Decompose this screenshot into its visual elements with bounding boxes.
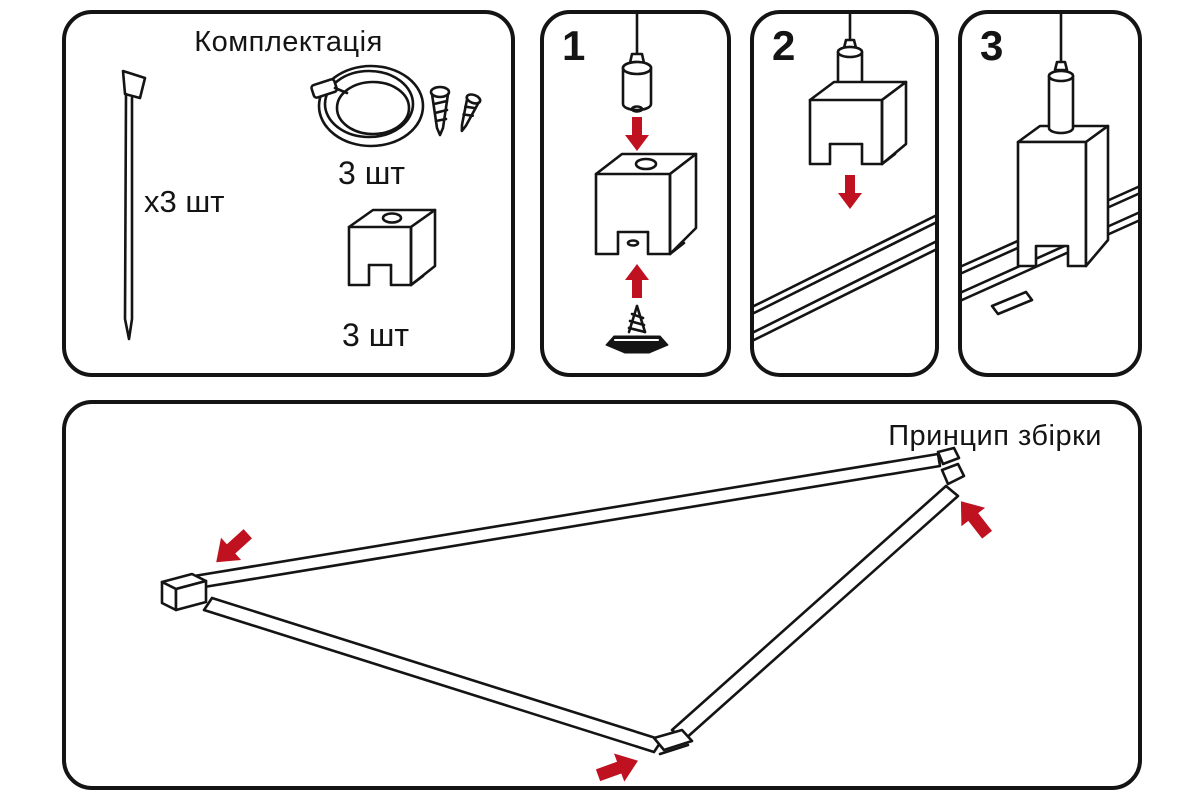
screws-icon [429, 85, 482, 137]
step-1-illustration [594, 14, 698, 354]
step-3-panel: 3 [958, 10, 1142, 377]
arrow-bottom-corner-icon [595, 753, 638, 782]
profile-bar-top [192, 452, 942, 590]
suspension-grip-icon [1047, 14, 1075, 135]
assembly-illustration [160, 446, 993, 782]
step-3-number: 3 [980, 22, 1004, 69]
arrow-up-icon [625, 264, 649, 298]
assembly-principle-panel: Принцип збірки [62, 400, 1142, 790]
profile-bar-right [670, 484, 960, 742]
mounting-pin-icon [121, 69, 147, 341]
cable-quantity-label: 3 шт [338, 155, 406, 191]
arrow-down-icon [625, 117, 649, 151]
kit-illustration [121, 64, 482, 341]
step-1-number: 1 [562, 22, 586, 69]
clip-bracket-icon [347, 208, 437, 287]
kit-contents-panel: Комплектація x3 шт 3 шт 3 шт [62, 10, 515, 377]
clip-bracket-icon [594, 152, 698, 256]
clip-bracket-icon [1016, 124, 1110, 268]
step-2-number: 2 [772, 22, 796, 69]
clip-quantity-label: 3 шт [342, 317, 410, 353]
arrow-down-icon [838, 175, 862, 209]
suspension-grip-icon [836, 14, 864, 93]
screw-icon [605, 304, 669, 354]
assembly-title: Принцип збірки [888, 420, 1102, 452]
pin-quantity-label: x3 шт [144, 184, 225, 219]
corner-connector-top-right [936, 446, 966, 486]
step-3-illustration [962, 14, 1138, 316]
step-2-illustration [754, 14, 935, 342]
step-2-panel: 2 [750, 10, 939, 377]
rail-flange-icon [990, 290, 1034, 316]
arrow-left-corner-icon [216, 529, 252, 563]
rail-icon [754, 214, 935, 342]
kit-title: Комплектація [194, 26, 383, 58]
clip-bracket-icon [808, 80, 908, 166]
cable-coil-icon [310, 64, 425, 148]
corner-connector-bottom [652, 728, 694, 756]
arrow-top-right-corner-icon [960, 501, 993, 539]
corner-connector-left [160, 572, 208, 612]
suspension-grip-icon [621, 14, 653, 113]
profile-bar-bottom [202, 596, 664, 754]
step-1-panel: 1 [540, 10, 731, 377]
